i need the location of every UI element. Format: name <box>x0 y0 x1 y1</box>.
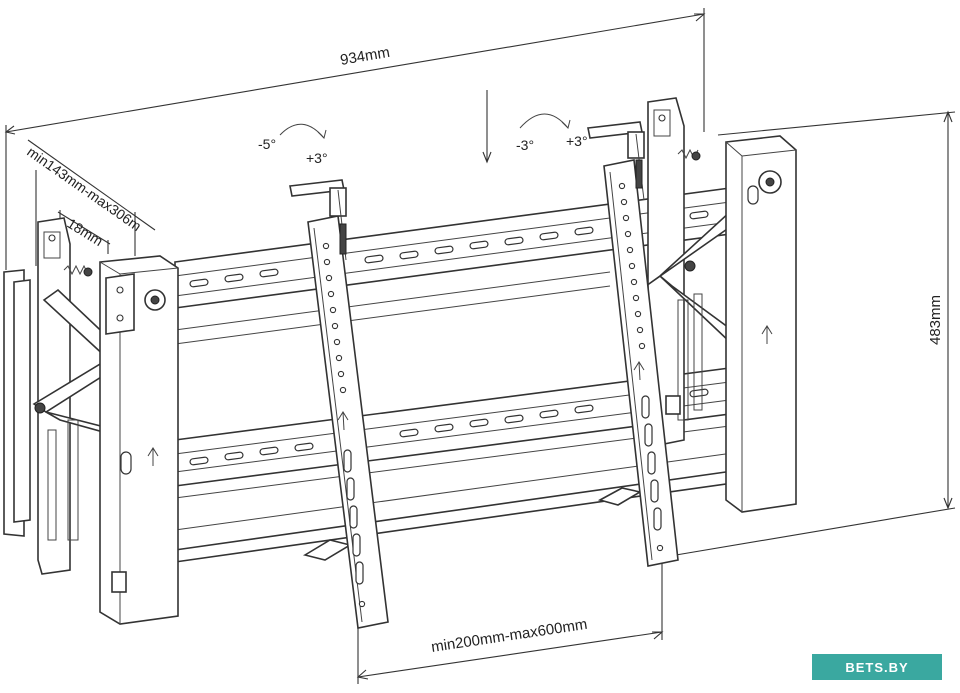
left-popout-arm <box>3 217 135 575</box>
right-tilt-plus-label: +3° <box>566 133 588 149</box>
height-dimension-label: 483mm <box>927 295 944 345</box>
left-tilt-plus-label: +3° <box>306 150 328 166</box>
tilt-arcs <box>279 113 571 139</box>
right-upright <box>725 135 797 513</box>
bottom-rail-slots <box>189 388 709 466</box>
right-tilt-minus-label: -3° <box>516 137 534 153</box>
left-tilt-minus-label: -5° <box>258 136 276 152</box>
right-vesa-arm <box>587 121 679 567</box>
watermark-text: BETS.BY <box>845 659 909 675</box>
left-vesa-holes <box>322 242 366 608</box>
width-dimension-label: 934mm <box>339 44 391 69</box>
right-vesa-holes <box>618 182 664 552</box>
right-popout-arm <box>645 97 742 445</box>
dimension-lines <box>4 8 956 684</box>
vesa-range-label: min200mm-max600mm <box>430 616 588 656</box>
watermark-badge: BETS.BY <box>812 654 942 680</box>
depth-range-label: min143mm-max306m <box>24 143 144 234</box>
left-upright <box>99 255 179 625</box>
top-rail-slots <box>189 210 709 288</box>
left-vesa-arm <box>289 179 389 629</box>
